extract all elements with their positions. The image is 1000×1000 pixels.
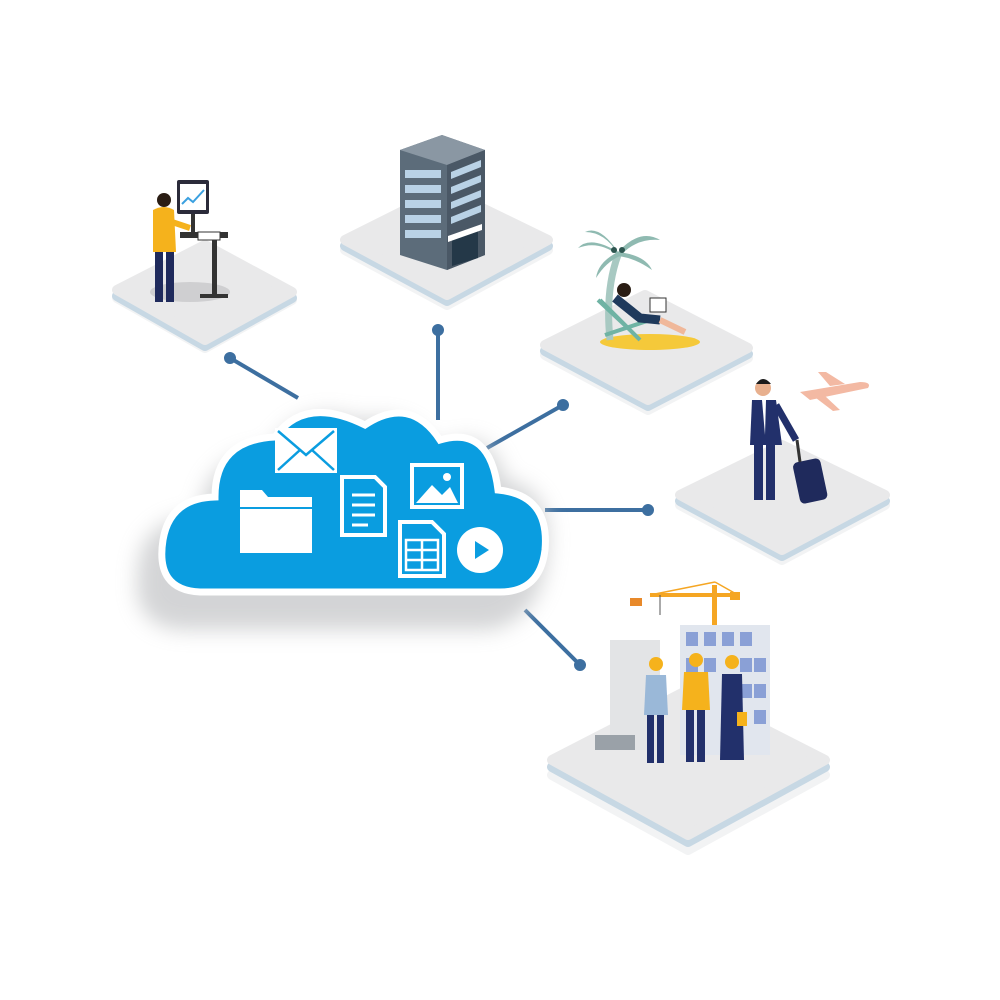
platform-beach [540, 290, 753, 415]
connector-dot [574, 659, 586, 671]
beach-remote-worker-icon [578, 230, 700, 350]
envelope-icon [275, 428, 337, 473]
document-icon [340, 475, 387, 537]
connector-dot [432, 324, 444, 336]
connector-dot [224, 352, 236, 364]
connector-dot [557, 399, 569, 411]
connector-desk [228, 356, 300, 400]
connector-construction [523, 608, 582, 667]
business-traveler-icon [750, 372, 869, 504]
image-icon [410, 463, 464, 509]
play-icon [457, 527, 503, 573]
spreadsheet-icon [398, 520, 446, 578]
connectors [224, 324, 654, 671]
construction-site-icon [595, 581, 770, 763]
office-building-icon [400, 135, 485, 270]
cloud-hub [136, 409, 549, 630]
connector-dot [642, 504, 654, 516]
connector-beach [486, 403, 564, 450]
standing-desk-worker-icon [150, 180, 230, 302]
platform-traveler [675, 440, 890, 565]
folder-icon [240, 490, 312, 553]
